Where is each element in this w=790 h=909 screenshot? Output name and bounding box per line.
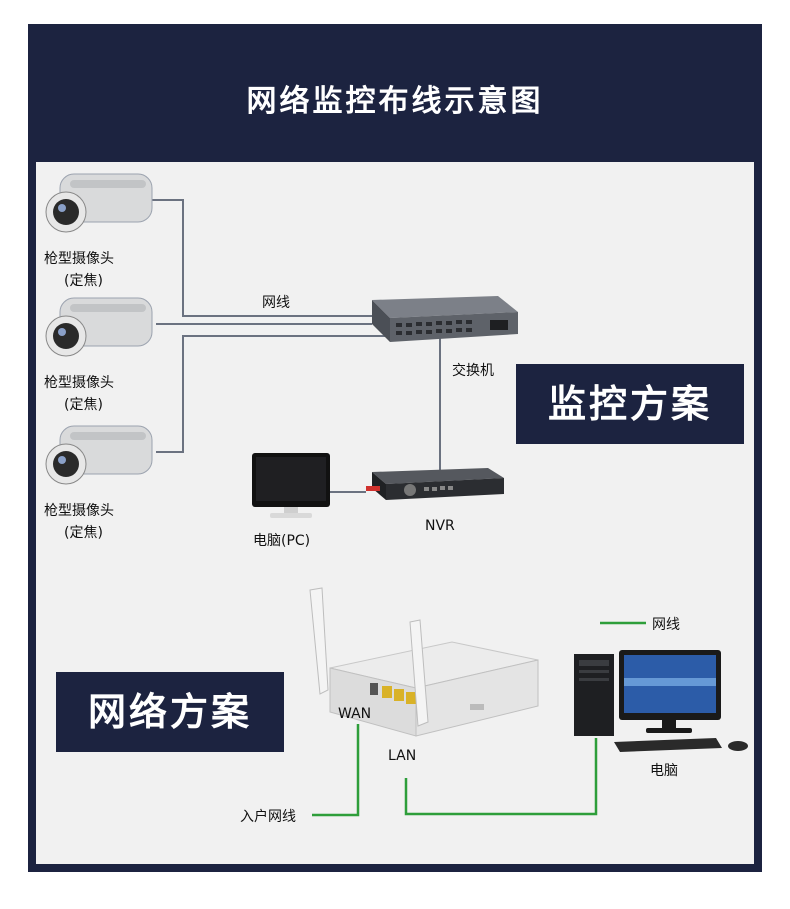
network-cables (312, 621, 646, 817)
switch-label: 交换机 (452, 363, 494, 379)
cable-camera-3 (156, 335, 440, 453)
pc-monitor-icon (252, 453, 330, 518)
switch-icon (372, 296, 518, 342)
camera-1-sublabel: (定焦) (64, 273, 103, 289)
lan-label: LAN (388, 748, 417, 764)
camera-1-label: 枪型摄像头 (44, 251, 114, 267)
camera-1-icon (45, 173, 153, 233)
legend-cable-label: 网线 (652, 617, 680, 633)
desktop-computer-icon (574, 650, 748, 752)
incoming-cable-label: 入户网线 (240, 809, 296, 825)
camera-2-icon (45, 297, 153, 357)
wan-label: WAN (338, 706, 372, 722)
header-bar: 网络监控布线示意图 (28, 24, 762, 160)
camera-2-sublabel: (定焦) (64, 397, 103, 413)
nvr-label: NVR (425, 518, 455, 534)
monitor-cables (150, 199, 441, 493)
network-banner: 网络方案 (56, 672, 284, 752)
computer-label: 电脑 (650, 763, 678, 779)
monitoring-banner: 监控方案 (516, 364, 744, 444)
pc-label: 电脑(PC) (253, 533, 311, 549)
nvr-icon (366, 468, 504, 500)
cable-lan-computer (404, 738, 598, 816)
cable-label: 网线 (262, 295, 290, 311)
cable-camera-1 (150, 199, 372, 317)
camera-3-icon (45, 425, 153, 485)
camera-2-label: 枪型摄像头 (44, 375, 114, 391)
diagram-title: 网络监控布线示意图 (246, 84, 544, 119)
router-icon (309, 587, 539, 737)
cable-incoming (312, 724, 360, 817)
camera-3-sublabel: (定焦) (64, 525, 103, 541)
camera-3-label: 枪型摄像头 (44, 503, 114, 519)
